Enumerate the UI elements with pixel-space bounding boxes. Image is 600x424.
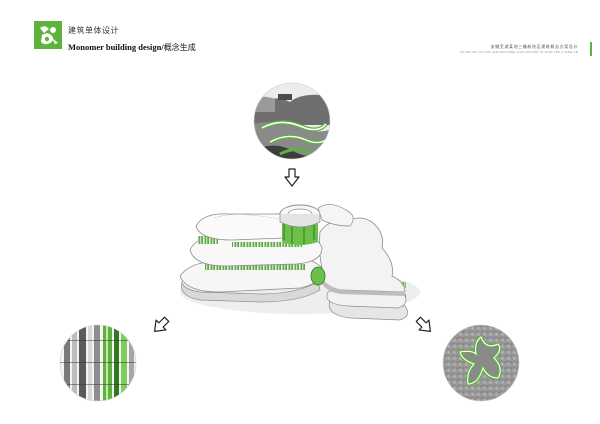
inspiration-starfish: [442, 324, 520, 402]
inspiration-bamboo: [59, 324, 137, 402]
accent-bar: [590, 42, 592, 56]
green-column: [310, 266, 326, 286]
central-tower: [279, 204, 321, 245]
right-wing: [318, 217, 408, 321]
project-title-cn: 安徽芜湖某地三幢新校区建筑概念方案设计: [490, 44, 578, 49]
building-model: [179, 204, 420, 321]
project-title-en: AN HUI WU HU SAN JIAN SHE DONG LIAN CHUA…: [460, 51, 578, 54]
brand-logo: [34, 21, 62, 49]
hollow-arrow-icon: [154, 316, 170, 332]
section-title-en-text: Monomer building design/: [68, 42, 164, 52]
left-wing: [179, 213, 323, 303]
section-title-en: Monomer building design/概念生成: [68, 42, 196, 53]
hollow-arrow-icon: [284, 168, 300, 187]
section-subtitle-cn: 概念生成: [163, 43, 196, 52]
section-title-cn: 建筑单体设计: [68, 26, 119, 35]
inspiration-landscape: [253, 82, 331, 160]
brand-logo-icon: [40, 26, 58, 45]
hollow-arrow-icon: [415, 316, 431, 332]
